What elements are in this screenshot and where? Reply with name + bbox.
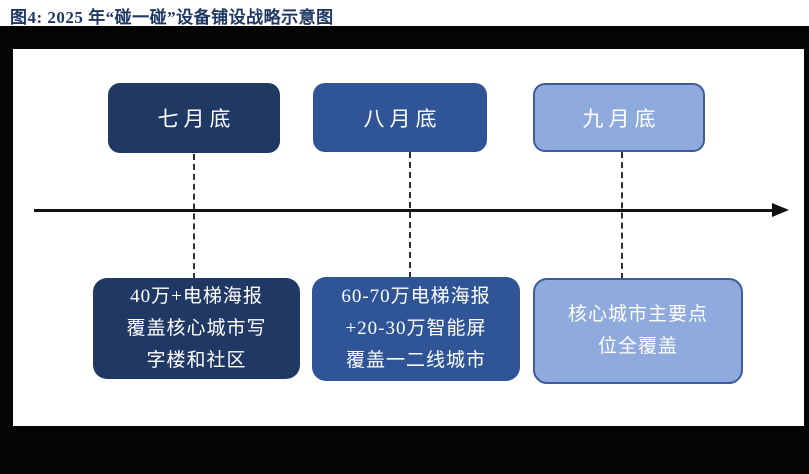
timeline-arrowhead-icon xyxy=(772,203,789,217)
timeline-axis-line xyxy=(34,209,775,212)
connector-august xyxy=(409,152,411,278)
detail-box-july: 40万+电梯海报 覆盖核心城市写 字楼和社区 xyxy=(93,278,300,379)
period-label-september: 九月底 xyxy=(582,106,661,131)
detail-line: 40万+电梯海报 xyxy=(130,285,263,307)
period-box-september: 九月底 xyxy=(533,83,705,152)
period-label-july: 七月底 xyxy=(157,107,236,131)
period-label-august: 八月底 xyxy=(363,106,442,131)
detail-line: 覆盖一二线城市 xyxy=(345,350,486,371)
figure-title: 图4: 2025 年“碰一碰”设备铺设战略示意图 xyxy=(10,8,334,27)
detail-box-august: 60-70万电梯海报 +20-30万智能屏 覆盖一二线城市 xyxy=(312,277,520,381)
detail-line: +20-30万智能屏 xyxy=(345,318,487,339)
detail-line: 核心城市主要点 xyxy=(567,304,708,325)
period-box-august: 八月底 xyxy=(313,83,487,152)
detail-line: 字楼和社区 xyxy=(146,349,247,371)
period-box-july: 七月底 xyxy=(108,83,280,153)
detail-line: 位全覆盖 xyxy=(597,336,678,357)
detail-box-september: 核心城市主要点 位全覆盖 xyxy=(533,278,743,384)
detail-line: 覆盖核心城市写 xyxy=(126,317,267,339)
connector-july xyxy=(193,154,195,279)
connector-september xyxy=(621,152,623,279)
detail-line: 60-70万电梯海报 xyxy=(341,286,491,307)
